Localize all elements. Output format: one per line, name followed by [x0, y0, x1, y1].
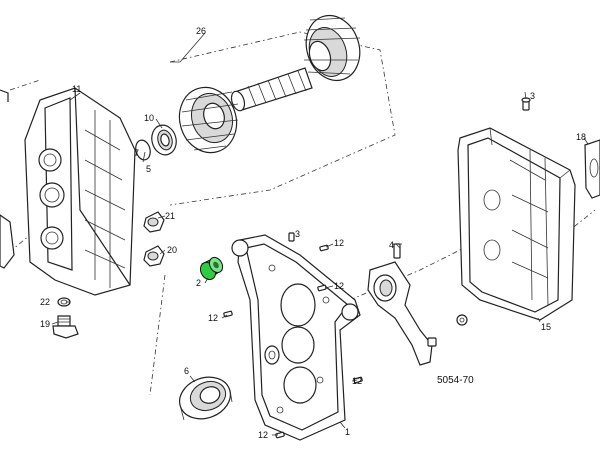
label-19: 19	[40, 319, 50, 329]
partial-part-left-edge	[0, 89, 15, 269]
label-12-d: 12	[352, 376, 362, 386]
plug-part-21[interactable]	[143, 211, 165, 233]
drain-plug-part-19[interactable]	[52, 315, 79, 339]
label-12-e: 12	[258, 430, 268, 440]
label-12-c: 12	[208, 313, 218, 323]
leader-lines	[51, 32, 589, 436]
label-7: 7	[134, 148, 139, 158]
label-3-top: 3	[530, 91, 535, 101]
diagram-reference-code: 5054-70	[437, 375, 474, 386]
label-22: 22	[40, 297, 50, 307]
shift-fork-part-4[interactable]	[367, 243, 437, 366]
label-1: 1	[345, 427, 350, 437]
label-2: 2	[196, 278, 201, 288]
label-6: 6	[184, 366, 189, 376]
bushing-part-2-highlighted[interactable]	[197, 255, 225, 282]
label-10: 10	[144, 113, 154, 123]
part-labels: 26 11 10 7 5 3 18 21 20 2 22 19 12 12 12…	[40, 26, 586, 440]
circlip-part-5[interactable]	[134, 139, 153, 162]
label-3-plate: 3	[295, 229, 300, 239]
housing-part-15[interactable]	[456, 127, 576, 326]
bearing-part-6[interactable]	[174, 370, 237, 425]
center-plate-part-1[interactable]	[231, 234, 361, 441]
cover-part-18[interactable]	[584, 139, 600, 199]
plug-part-20[interactable]	[143, 245, 165, 267]
pin-part-3-plate[interactable]	[288, 232, 295, 242]
shaft-gear-assembly-part-26[interactable]	[171, 9, 368, 160]
label-15: 15	[541, 322, 551, 332]
label-18: 18	[576, 132, 586, 142]
housing-part-11[interactable]	[24, 87, 136, 296]
label-4: 4	[389, 240, 394, 250]
label-26: 26	[196, 26, 206, 36]
label-21: 21	[165, 211, 175, 221]
bearing-part-10[interactable]	[149, 122, 180, 157]
label-12-b: 12	[334, 281, 344, 291]
label-12-a: 12	[334, 238, 344, 248]
label-5: 5	[146, 164, 151, 174]
pin-part-3-housing[interactable]	[521, 97, 531, 111]
label-20: 20	[167, 245, 177, 255]
label-11: 11	[72, 84, 81, 94]
